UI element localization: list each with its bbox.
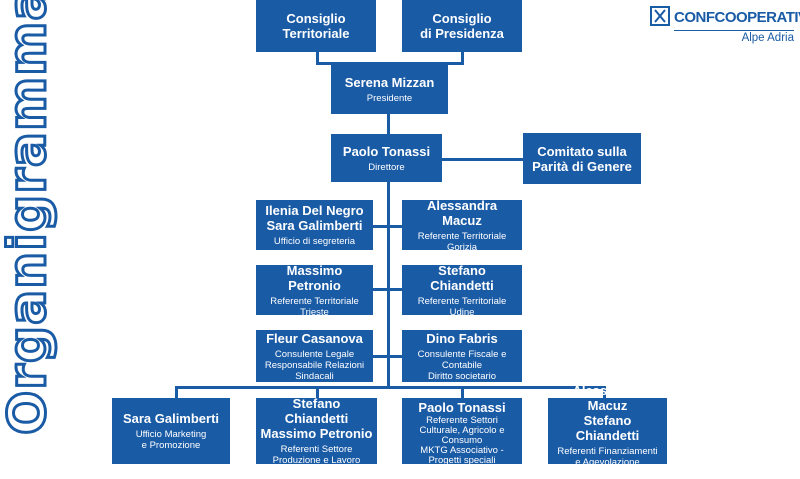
box-name: Alessandra Macuz Stefano Chiandetti (572, 383, 643, 443)
connector-line (175, 386, 606, 389)
box-name: Massimo Petronio (286, 262, 343, 293)
box-role: Direttore (368, 161, 405, 173)
box-role: Referente Settori Culturale, Agricolo e … (419, 415, 505, 466)
connector-line (461, 52, 464, 64)
connector-line (373, 225, 404, 228)
box-role: Ufficio Marketing e Promozione (135, 429, 207, 451)
box-segreteria: Ilenia Del Negro Sara Galimberti Ufficio… (256, 200, 373, 250)
box-name: Dino Fabris (426, 330, 498, 346)
box-marketing: Sara Galimberti Ufficio Marketing e Prom… (112, 398, 230, 464)
box-role: Referente Territoriale Trieste (270, 295, 359, 318)
box-role: Presidente (366, 92, 413, 104)
box-name: Alessandra Macuz (426, 197, 498, 228)
box-name: Sara Galimberti (122, 411, 220, 426)
box-name: Fleur Casanova (266, 330, 363, 346)
connector-line (316, 386, 319, 398)
confcooperative-logo-icon (650, 6, 670, 26)
box-role: Consulente Legale Responsabile Relazioni… (264, 348, 365, 382)
box-settori-culturale: Paolo Tonassi Referente Settori Cultural… (402, 398, 522, 466)
connector-line (316, 52, 319, 64)
box-referente-udine: Stefano Chiandetti Referente Territorial… (402, 262, 522, 318)
box-name: Consiglio Territoriale (282, 11, 350, 41)
box-consulente-legale: Fleur Casanova Consulente Legale Respons… (256, 330, 373, 382)
box-consulente-fiscale: Dino Fabris Consulente Fiscale e Contabi… (402, 330, 522, 382)
connector-line (603, 386, 606, 398)
box-name: Paolo Tonassi (342, 143, 431, 159)
box-produzione-lavoro: Stefano Chiandetti Massimo Petronio Refe… (256, 396, 377, 466)
box-presidente: Serena Mizzan Presidente (331, 64, 448, 114)
box-referente-gorizia: Alessandra Macuz Referente Territoriale … (402, 197, 522, 253)
connector-line (316, 62, 464, 65)
box-name: Ilenia Del Negro Sara Galimberti (265, 203, 364, 233)
connector-line (442, 158, 526, 161)
connector-line (461, 386, 464, 398)
box-finanziamenti: Alessandra Macuz Stefano Chiandetti Refe… (548, 383, 667, 479)
logo-name: CONFCOOPERATIVE (674, 9, 800, 26)
box-name: Stefano Chiandetti Massimo Petronio (260, 396, 373, 441)
box-role: Referente Territoriale Udine (417, 295, 507, 318)
connector-line (175, 386, 178, 398)
box-comitato-parita-genere: Comitato sulla Parità di Genere (523, 133, 641, 184)
box-consiglio-presidenza: Consiglio di Presidenza (402, 0, 522, 52)
logo: CONFCOOPERATIVE Alpe Adria (650, 6, 800, 46)
box-direttore: Paolo Tonassi Direttore (331, 134, 442, 182)
box-name: Serena Mizzan (344, 74, 435, 90)
box-role: Consulente Fiscale e Contabile Diritto s… (417, 348, 507, 382)
page-title: Organigramma (0, 0, 60, 437)
connector-line (387, 182, 390, 387)
box-name: Consiglio di Presidenza (420, 11, 504, 41)
connector-line (373, 288, 404, 291)
box-name: Stefano Chiandetti (430, 262, 494, 293)
box-role: Referenti Settore Produzione e Lavoro (272, 444, 361, 466)
box-name: Paolo Tonassi (418, 400, 506, 415)
box-role: Ufficio di segreteria (273, 236, 356, 247)
box-referente-trieste: Massimo Petronio Referente Territoriale … (256, 262, 373, 318)
connector-line (373, 355, 404, 358)
box-role: Referenti Finanziamenti e Agevolazione S… (557, 446, 658, 479)
logo-subtitle: Alpe Adria (674, 30, 794, 44)
box-role: Referente Territoriale Gorizia (417, 230, 507, 253)
box-consiglio-territoriale: Consiglio Territoriale (256, 0, 376, 52)
box-name: Comitato sulla Parità di Genere (532, 143, 632, 174)
